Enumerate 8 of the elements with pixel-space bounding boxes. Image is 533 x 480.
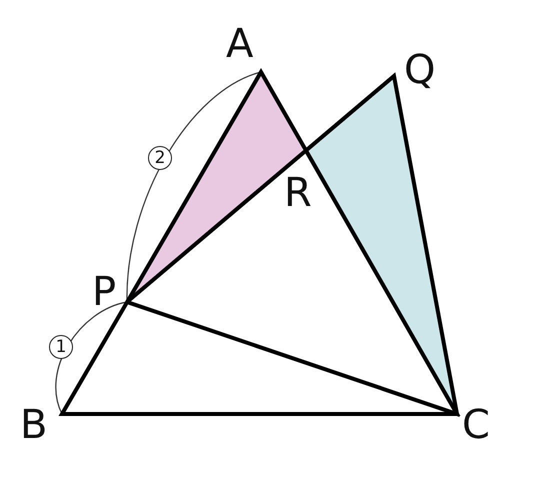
point-label: C [462, 405, 490, 445]
point-label: Q [404, 50, 436, 90]
point-label: R [284, 173, 312, 213]
ratio-mark: 2 [148, 146, 172, 170]
ratio-mark: 1 [49, 335, 73, 359]
point-label: B [20, 405, 48, 445]
point-label: A [226, 24, 254, 64]
point-label: P [92, 272, 116, 312]
